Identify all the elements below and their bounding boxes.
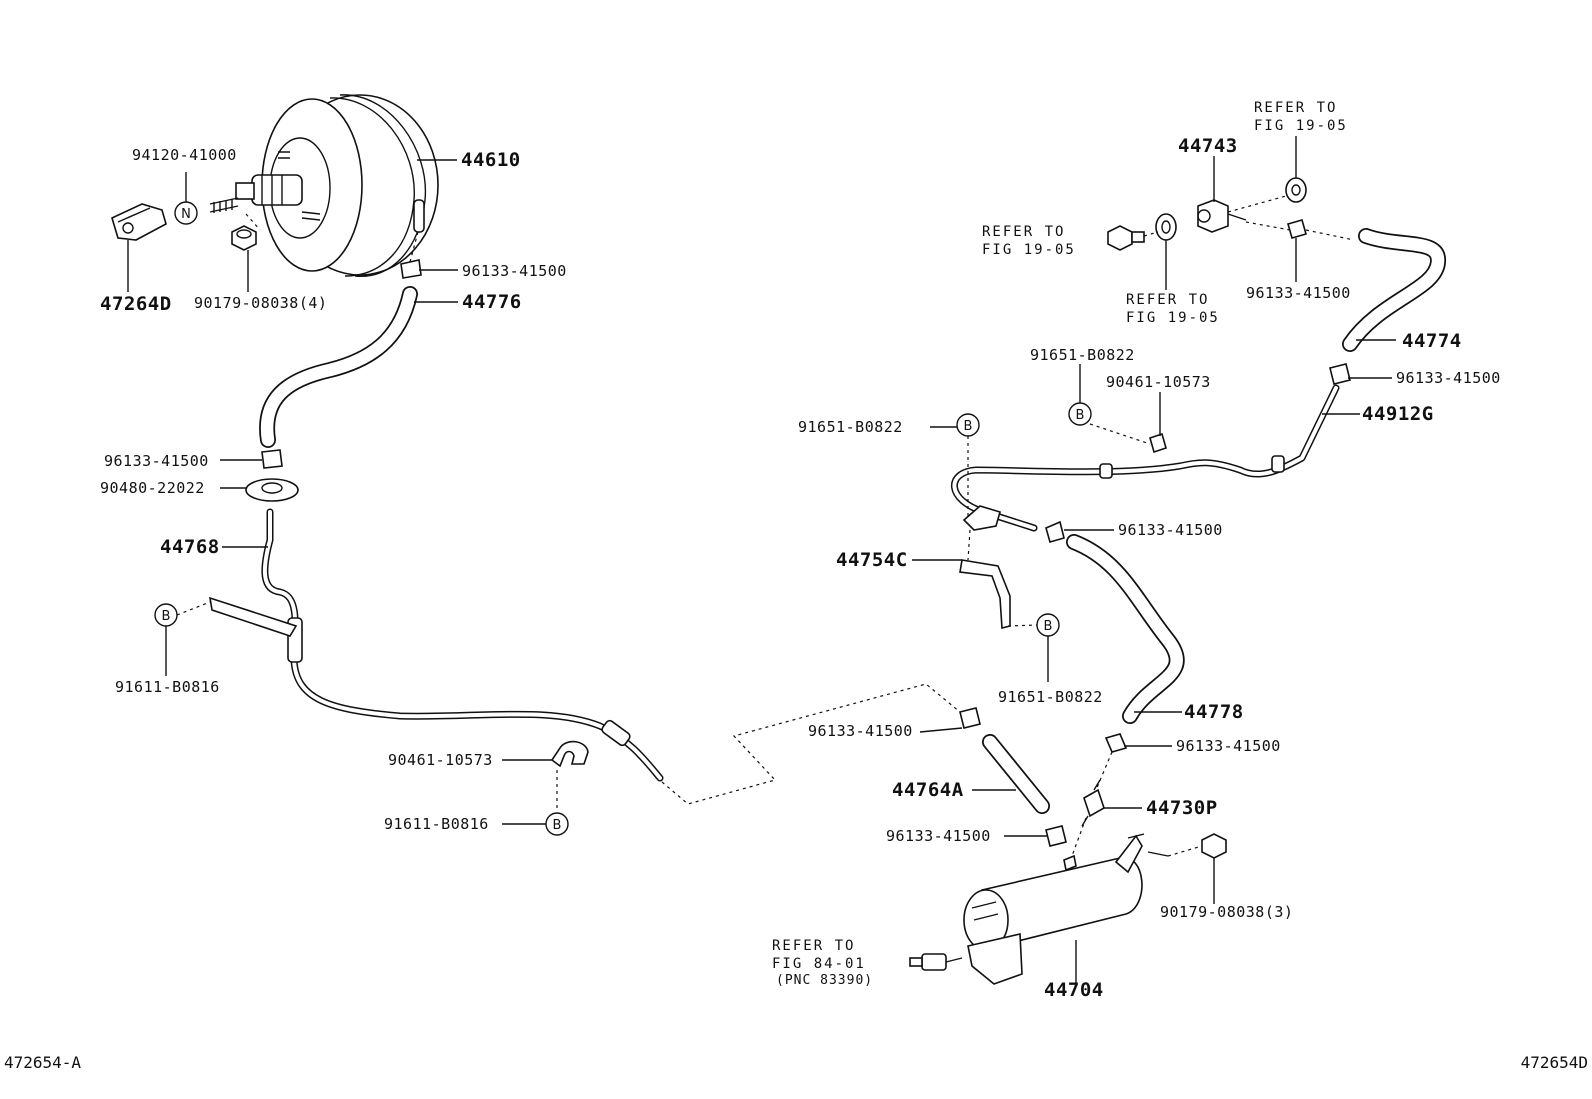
label-44912G: 44912G	[1362, 403, 1434, 425]
b-marker-right-b: B	[1068, 402, 1092, 426]
leader-lines-left	[127, 159, 961, 825]
ref-b-line1: REFER TO	[982, 224, 1065, 240]
nut-drawing-a	[231, 225, 257, 251]
gasket-a	[1285, 177, 1307, 203]
hose-clamp-e	[1045, 520, 1065, 543]
vacuum-hose-44776	[259, 286, 418, 448]
label-96133-41500-h: 96133-41500	[886, 827, 991, 845]
label-44778: 44778	[1184, 701, 1244, 723]
pipe-clamp-a	[550, 740, 589, 768]
vacuum-pipe-44768	[261, 508, 664, 782]
b-marker-left-b: B	[545, 812, 569, 836]
label-96133-41500-d: 96133-41500	[1396, 369, 1501, 387]
label-44743: 44743	[1178, 135, 1238, 157]
hose-clamp-h	[1045, 825, 1067, 847]
bracket-44754C	[959, 505, 1011, 630]
union-fitting-44743	[1197, 199, 1247, 233]
footer-left-code: 472654-A	[4, 1053, 81, 1072]
hose-clamp-f	[1104, 733, 1128, 753]
pipe-clamp-b	[1149, 432, 1167, 454]
ref-a-line2: FIG 19-05	[1254, 118, 1348, 134]
svg-text:B: B	[1076, 408, 1085, 423]
bracket-left	[208, 596, 298, 637]
pipe-44912G	[951, 384, 1340, 532]
hose-clamp-a	[400, 259, 422, 279]
label-90461-10573-a: 90461-10573	[388, 751, 493, 769]
nut-drawing-b	[1201, 833, 1227, 859]
label-44730P: 44730P	[1146, 797, 1218, 819]
label-91611-B0816-a: 91611-B0816	[115, 678, 220, 696]
label-96133-41500-f: 96133-41500	[808, 722, 913, 740]
svg-text:B: B	[553, 818, 562, 833]
label-47264D: 47264D	[100, 293, 172, 315]
label-90179-08038-3: 90179-08038(3)	[1160, 903, 1293, 921]
label-44768: 44768	[160, 536, 220, 558]
hose-44774	[1342, 228, 1446, 352]
vsv-sensor	[909, 953, 963, 971]
ref-c-line2: FIG 19-05	[1126, 310, 1220, 326]
label-44776: 44776	[462, 291, 522, 313]
leader-lines-right	[912, 136, 1396, 986]
hose-44778	[1066, 534, 1185, 724]
label-91651-B0822-c: 91651-B0822	[998, 688, 1103, 706]
svg-text:N: N	[181, 207, 191, 222]
b-marker-right-c: B	[1036, 613, 1060, 637]
label-91611-B0816-b: 91611-B0816	[384, 815, 489, 833]
ref-a-line1: REFER TO	[1254, 100, 1337, 116]
hose-clamp-g	[959, 707, 981, 729]
label-44610: 44610	[461, 149, 521, 171]
ref-b-line2: FIG 19-05	[982, 242, 1076, 258]
label-90480-22022: 90480-22022	[100, 479, 205, 497]
hose-clamp-b	[261, 449, 283, 469]
gasket-b	[1155, 213, 1177, 241]
n-marker: N	[174, 201, 198, 225]
ref-c-line1: REFER TO	[1126, 292, 1209, 308]
footer-right-code: 472654D	[1521, 1053, 1588, 1072]
svg-text:B: B	[162, 609, 171, 624]
label-44774: 44774	[1402, 330, 1462, 352]
svg-text:B: B	[964, 419, 973, 434]
label-90179-08038-4: 90179-08038(4)	[194, 294, 327, 312]
label-96133-41500-e: 96133-41500	[1118, 521, 1223, 539]
hose-44764A	[982, 734, 1050, 814]
label-96133-41500-c: 96133-41500	[1246, 284, 1351, 302]
label-91651-B0822-b: 91651-B0822	[798, 418, 903, 436]
b-marker-right-a: B	[956, 413, 980, 437]
label-96133-41500-a: 96133-41500	[462, 262, 567, 280]
ref-d-line3: (PNC 83390)	[776, 973, 873, 988]
label-44764A: 44764A	[892, 779, 964, 801]
label-44754C: 44754C	[836, 549, 908, 571]
plug-bolt	[1107, 225, 1145, 251]
svg-text:B: B	[1044, 619, 1053, 634]
hose-clamp-c	[1287, 219, 1307, 239]
b-marker-left-a: B	[154, 603, 178, 627]
label-96133-41500-g: 96133-41500	[1176, 737, 1281, 755]
label-44704: 44704	[1044, 979, 1104, 1001]
charcoal-canister-44704	[963, 833, 1169, 985]
label-91651-B0822-a: 91651-B0822	[1030, 346, 1135, 364]
label-96133-41500-b: 96133-41500	[104, 452, 209, 470]
hose-clamp-d	[1329, 363, 1351, 385]
brake-booster-drawing	[209, 94, 439, 277]
clevis-drawing	[111, 203, 167, 241]
label-94120-41000: 94120-41000	[132, 146, 237, 164]
label-90461-10573-b: 90461-10573	[1106, 373, 1211, 391]
grommet-drawing	[245, 478, 299, 502]
ref-d-line1: REFER TO	[772, 938, 855, 954]
ref-d-line2: FIG 84-01	[772, 956, 866, 972]
